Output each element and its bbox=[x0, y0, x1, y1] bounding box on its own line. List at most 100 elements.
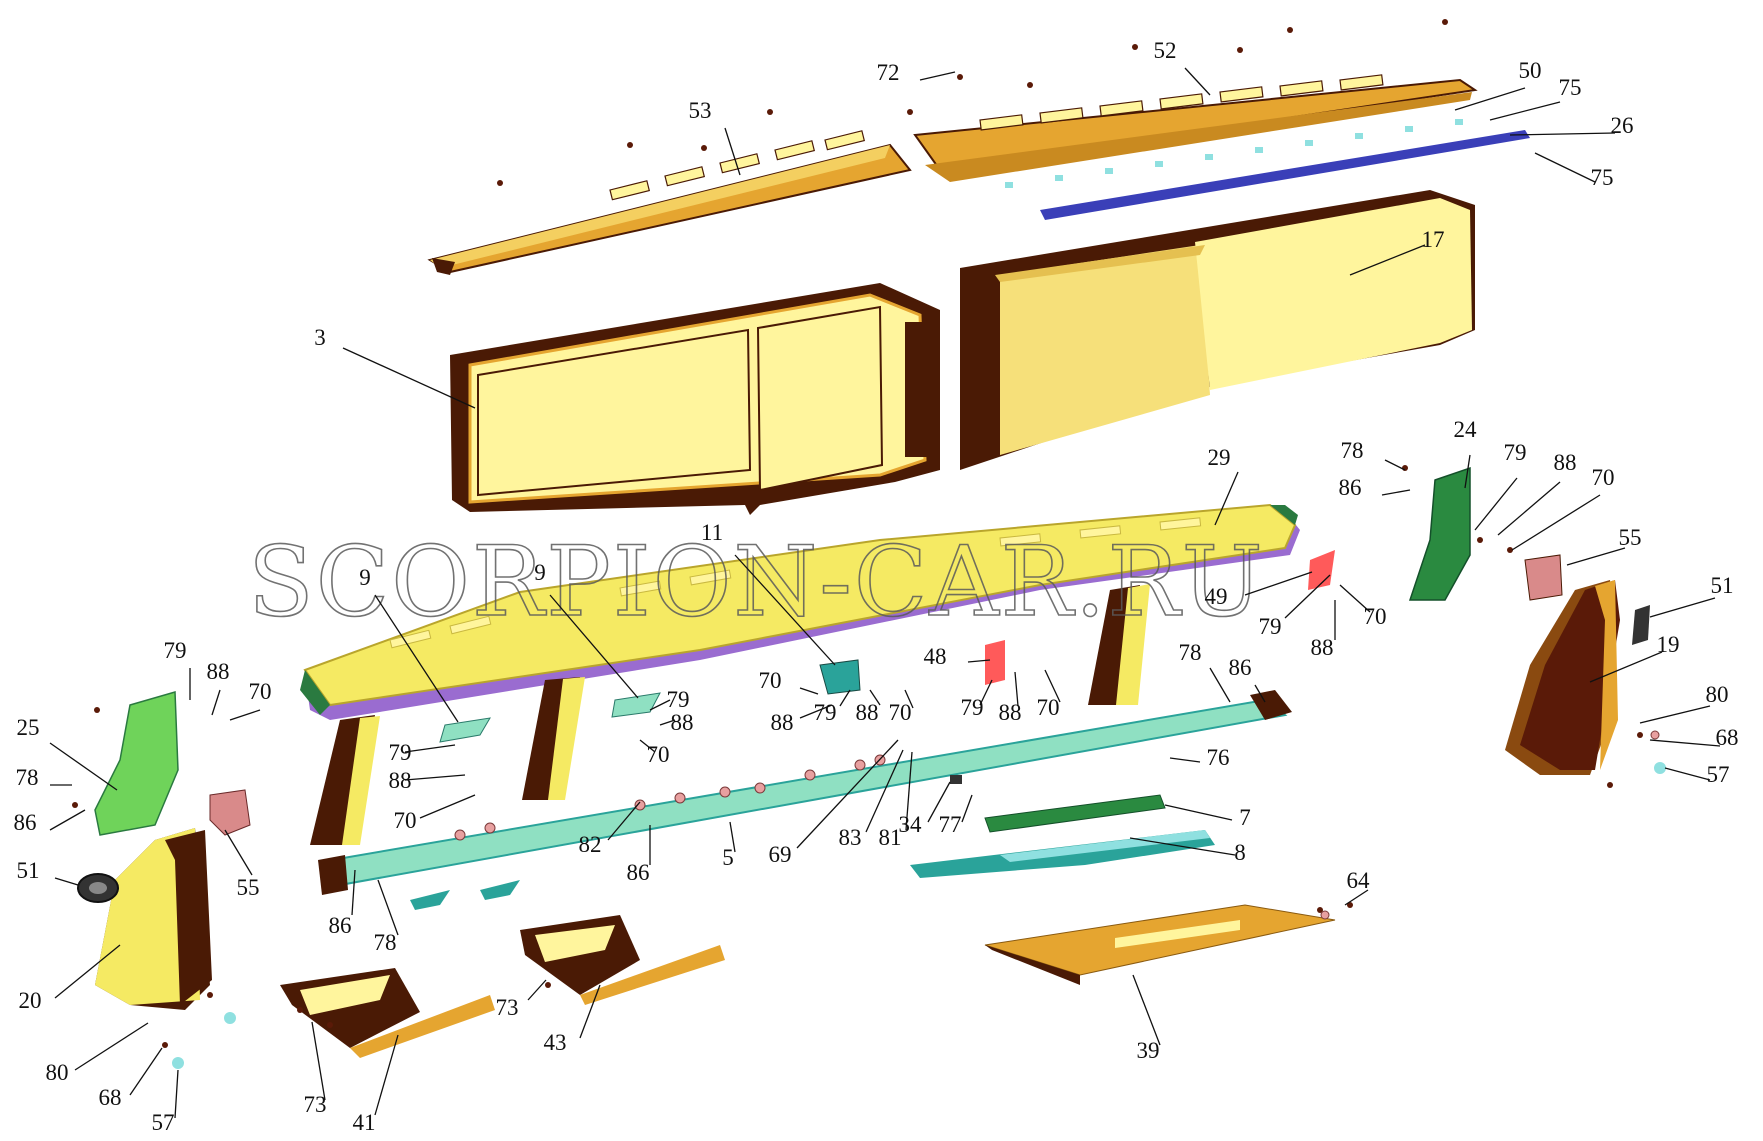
leader-line bbox=[1349, 244, 1426, 276]
part-label: 88 bbox=[1554, 450, 1577, 475]
part-label: 3 bbox=[314, 325, 326, 350]
part-17-right-panel bbox=[960, 190, 1475, 470]
part-label: 82 bbox=[579, 832, 602, 857]
part-label: 70 bbox=[647, 742, 670, 767]
leader-line bbox=[1497, 481, 1561, 536]
part-label: 29 bbox=[1208, 445, 1231, 470]
part-34-clip bbox=[950, 775, 962, 784]
clips-row bbox=[1005, 119, 1463, 188]
leader-line bbox=[211, 689, 221, 716]
part-label: 78 bbox=[374, 930, 397, 955]
leader-line bbox=[967, 659, 991, 663]
fasteners bbox=[72, 19, 1643, 1048]
leader-line bbox=[1649, 739, 1721, 747]
part-3-left-frame bbox=[450, 283, 940, 515]
leader-line bbox=[869, 689, 881, 706]
leader-line bbox=[1489, 101, 1561, 121]
part-label: 55 bbox=[1619, 525, 1642, 550]
part-label: 88 bbox=[671, 710, 694, 735]
leader-line bbox=[129, 1047, 163, 1096]
part-label: 88 bbox=[999, 700, 1022, 725]
part-label: 72 bbox=[877, 60, 900, 85]
leader-line bbox=[49, 742, 118, 791]
part-label: 88 bbox=[389, 768, 412, 793]
part-label: 86 bbox=[14, 810, 37, 835]
part-52-right-top-trim bbox=[913, 74, 1478, 182]
part-label: 52 bbox=[1154, 38, 1177, 63]
leader-line bbox=[961, 794, 973, 823]
part-label: 7 bbox=[1239, 805, 1251, 830]
part-label: 25 bbox=[17, 715, 40, 740]
watermark-text: SCORPION-CAR.RU bbox=[248, 526, 1265, 638]
part-label: 80 bbox=[46, 1060, 69, 1085]
part-label: 86 bbox=[1229, 655, 1252, 680]
part-label: 64 bbox=[1347, 868, 1371, 893]
part-label: 78 bbox=[1179, 640, 1202, 665]
part-label: 51 bbox=[1711, 573, 1734, 598]
part-label: 70 bbox=[394, 808, 417, 833]
leader-line bbox=[1184, 67, 1211, 96]
part-19-side-bracket bbox=[1505, 580, 1620, 775]
part-55-block-left bbox=[209, 789, 251, 836]
part-label: 88 bbox=[856, 700, 879, 725]
part-label: 78 bbox=[1341, 438, 1364, 463]
part-29-main-beam bbox=[300, 503, 1300, 720]
leader-line bbox=[1454, 87, 1526, 111]
leader-line bbox=[659, 719, 676, 726]
part-9-bracket-b bbox=[611, 692, 661, 718]
part-label: 78 bbox=[16, 765, 39, 790]
part-label: 88 bbox=[1311, 635, 1334, 660]
leader-line bbox=[377, 879, 399, 936]
leader-line bbox=[1169, 757, 1201, 763]
part-53-left-top-trim bbox=[427, 130, 912, 275]
leader-line bbox=[839, 689, 851, 707]
part-label: 57 bbox=[1707, 762, 1730, 787]
part-label: 69 bbox=[769, 842, 792, 867]
leader-line bbox=[374, 1034, 399, 1116]
part-9-bracket-a bbox=[439, 717, 491, 743]
part-label: 86 bbox=[1339, 475, 1362, 500]
part-label: 19 bbox=[1657, 632, 1680, 657]
part-51-ring-hole bbox=[89, 882, 107, 894]
leader-line bbox=[351, 869, 356, 916]
leader-line bbox=[342, 347, 476, 409]
part-label: 70 bbox=[1037, 695, 1060, 720]
part-label: 83 bbox=[839, 825, 862, 850]
part-label: 73 bbox=[304, 1092, 327, 1117]
part-label: 70 bbox=[759, 668, 782, 693]
leader-line bbox=[1254, 684, 1266, 703]
cap-57-left-b bbox=[224, 1012, 236, 1024]
part-label: 39 bbox=[1137, 1038, 1160, 1063]
leader-line bbox=[1132, 974, 1161, 1046]
leader-line bbox=[579, 984, 601, 1039]
leader-line bbox=[639, 739, 656, 753]
part-label: 50 bbox=[1519, 58, 1542, 83]
beam-legs bbox=[310, 584, 1150, 845]
leader-line bbox=[404, 774, 466, 781]
part-label: 86 bbox=[627, 860, 650, 885]
leader-line bbox=[1511, 494, 1601, 551]
leader-line bbox=[1509, 132, 1616, 136]
leader-line bbox=[549, 594, 639, 699]
part-label: 77 bbox=[939, 812, 962, 837]
part-label: 70 bbox=[1592, 465, 1615, 490]
part-55-block-right bbox=[1524, 554, 1563, 601]
part-label: 68 bbox=[1716, 725, 1739, 750]
part-label: 9 bbox=[534, 560, 546, 585]
part-25-green-bracket bbox=[94, 691, 179, 836]
leader-line bbox=[419, 794, 476, 819]
part-label: 11 bbox=[701, 520, 723, 545]
leader-line bbox=[649, 699, 671, 711]
leader-line bbox=[229, 709, 261, 721]
leader-line bbox=[865, 749, 904, 833]
leader-line bbox=[1209, 667, 1231, 703]
leader-line bbox=[1534, 152, 1596, 183]
part-label: 70 bbox=[1364, 604, 1387, 629]
part-41-tray bbox=[280, 968, 495, 1058]
part-label: 68 bbox=[99, 1085, 122, 1110]
leader-line bbox=[724, 127, 741, 176]
part-label: 20 bbox=[19, 988, 42, 1013]
leader-line bbox=[799, 687, 819, 695]
leader-line bbox=[527, 979, 547, 1001]
